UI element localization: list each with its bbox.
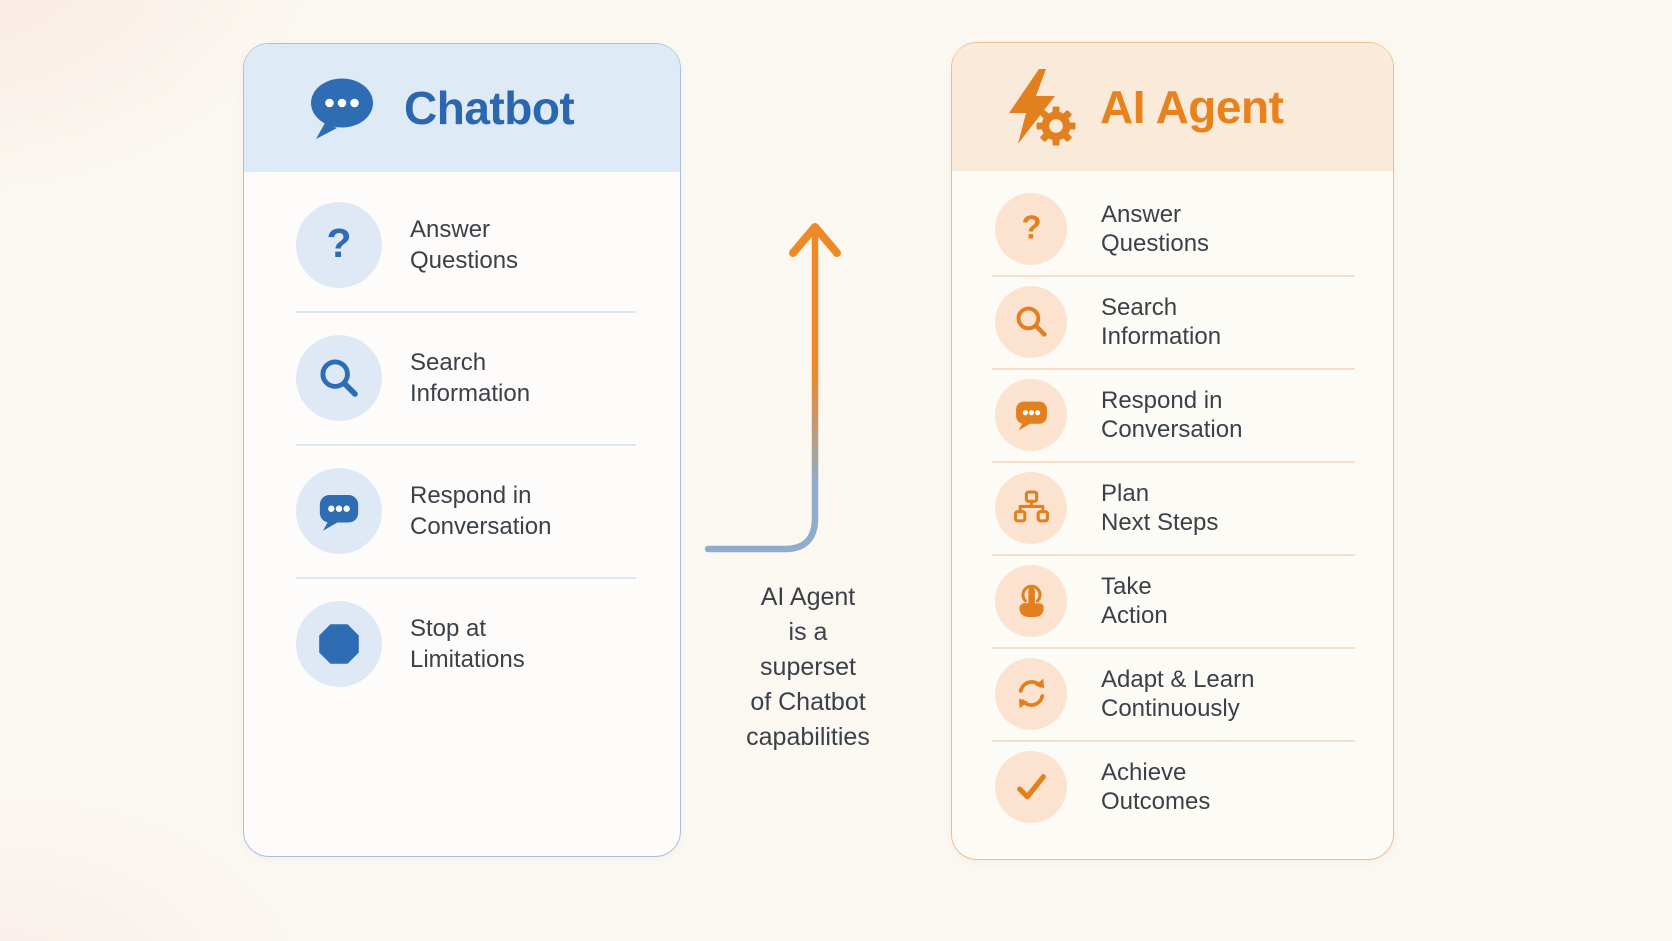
tap-hand-icon xyxy=(995,564,1067,637)
capability-label-line: Plan xyxy=(1101,479,1150,507)
caption-line: of Chatbot xyxy=(750,688,866,716)
magnifier-icon xyxy=(995,285,1067,358)
capability-label-line: Conversation xyxy=(1101,415,1243,443)
stop-octagon-icon xyxy=(296,600,382,687)
capability-label-line: Respond in xyxy=(1101,386,1223,414)
capability-label-line: Questions xyxy=(410,246,519,274)
capability-label-line: Answer xyxy=(1101,200,1182,228)
chat-bubble-icon xyxy=(995,378,1067,451)
capability-label-line: Respond in xyxy=(410,481,532,509)
chatbot-card-header: Chatbot xyxy=(244,44,680,172)
caption-line: capabilities xyxy=(746,723,870,751)
capability-label: Stop at Limitations xyxy=(410,613,525,675)
capability-label-line: Outcomes xyxy=(1101,787,1211,815)
ai-agent-card-header: AI Agent xyxy=(952,43,1393,171)
capability-label-line: Search xyxy=(410,348,487,376)
capability-label-line: Limitations xyxy=(410,645,525,673)
capability-label: Respond in Conversation xyxy=(410,480,551,542)
ai-agent-title: AI Agent xyxy=(1100,81,1284,133)
chat-bubble-icon xyxy=(304,75,380,141)
capability-label-line: Next Steps xyxy=(1101,508,1219,536)
svg-text:?: ? xyxy=(327,222,352,266)
capability-label-line: Achieve xyxy=(1101,758,1187,786)
capability-label-line: Continuously xyxy=(1101,694,1240,722)
magnifier-icon xyxy=(296,334,382,421)
question-mark-icon: ? xyxy=(296,201,382,288)
org-chart-icon xyxy=(995,471,1067,544)
caption-line: superset xyxy=(760,653,856,681)
svg-text:?: ? xyxy=(1021,210,1041,245)
caption-line: is a xyxy=(788,618,828,646)
capability-label-line: Take xyxy=(1101,572,1152,600)
question-mark-icon: ? xyxy=(995,192,1067,265)
capability-row: Respond in Conversation xyxy=(244,444,680,577)
bolt-gear-icon xyxy=(996,67,1080,147)
capability-label-line: Information xyxy=(410,379,531,407)
superset-arrow xyxy=(704,223,841,553)
capability-label-line: Search xyxy=(1101,293,1178,321)
checkmark-icon xyxy=(995,750,1067,823)
capability-label-line: Conversation xyxy=(410,512,552,540)
capability-label-line: Answer xyxy=(410,215,491,243)
capability-label-line: Action xyxy=(1101,601,1168,629)
capability-label-line: Stop at xyxy=(410,614,487,642)
superset-caption: AI Agent is a superset of Chatbot capabiliti… xyxy=(690,580,926,755)
capability-label-line: Information xyxy=(1101,322,1222,350)
capability-row: Stop at Limitations xyxy=(244,577,680,710)
capability-label-line: Adapt & Learn xyxy=(1101,665,1255,693)
chatbot-title: Chatbot xyxy=(404,82,575,134)
capability-label-line: Questions xyxy=(1101,229,1210,257)
caption-line: AI Agent xyxy=(760,583,856,611)
sync-arrows-icon xyxy=(995,657,1067,730)
chat-bubble-icon xyxy=(296,467,382,554)
